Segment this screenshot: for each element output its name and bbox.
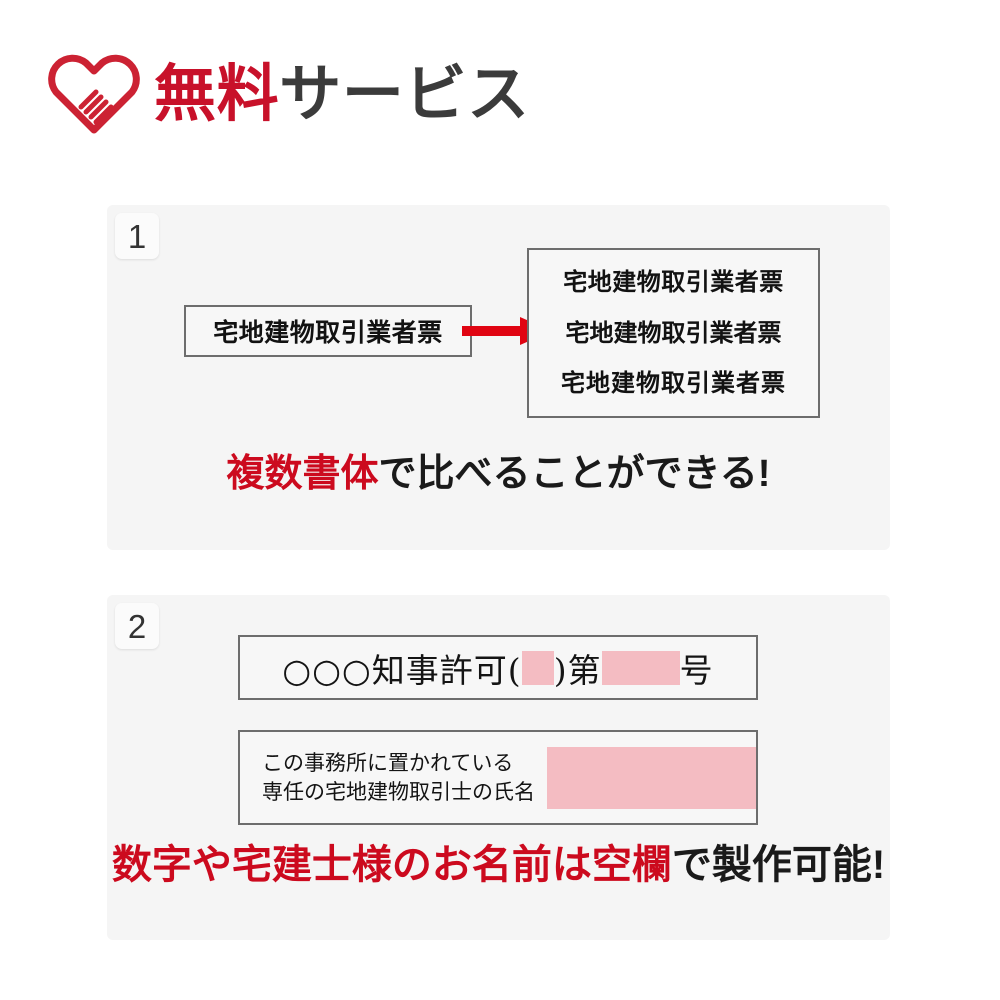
feature-card-1: 1 宅地建物取引業者票 宅地建物取引業者票 宅地建物取引業者票 宅地建物取引業者… [107,205,890,550]
sample-source-label: 宅地建物取引業者票 [213,319,443,347]
card-2-number-badge: 2 [115,603,159,649]
card-1-number-badge: 1 [115,213,159,259]
heart-handshake-icon [48,52,140,138]
page-header: 無料サービス [48,52,530,138]
card-2-caption-emphasis: 数字や宅建士様のお名前は空欄 [111,843,672,887]
card-1-caption-emphasis: 複数書体 [226,453,379,495]
agent-name-label: この事務所に置かれている 専任の宅地建物取引士の氏名 [262,749,535,806]
permit-suffix: 号 [679,650,714,690]
card-1-caption: 複数書体で比べることができる! [107,455,890,493]
permit-number-box: ○○○知事許可( )第 号 [238,635,758,700]
sample-source-box: 宅地建物取引業者票 [184,305,472,357]
agent-name-label-line-2: 専任の宅地建物取引士の氏名 [262,779,535,804]
sample-variant-maru-gothic: 宅地建物取引業者票 [565,319,782,347]
page-title: 無料サービス [154,64,530,126]
permit-prefix: ○○○知事許可( [282,650,522,690]
sample-variants-box: 宅地建物取引業者票 宅地建物取引業者票 宅地建物取引業者票 [527,248,820,418]
sample-variant-mincho: 宅地建物取引業者票 [561,368,786,397]
feature-card-2: 2 ○○○知事許可( )第 号 この事務所に置かれている 専任の宅地建物取引士の氏名… [107,595,890,940]
agent-name-label-line-1: この事務所に置かれている [262,751,514,776]
agent-name-box: この事務所に置かれている 専任の宅地建物取引士の氏名 [238,730,758,825]
sample-variant-gothic: 宅地建物取引業者票 [563,269,784,296]
page-title-rest: サービス [279,60,530,129]
page-title-highlight: 無料 [154,60,280,129]
agent-name-blank [547,746,756,809]
permit-blank-medium [601,650,680,685]
permit-blank-small [521,650,554,685]
card-2-caption-rest: で製作可能! [671,843,886,887]
permit-number-line: ○○○知事許可( )第 号 [282,644,713,692]
card-2-caption: 数字や宅建士様のお名前は空欄で製作可能! [107,845,890,885]
card-1-caption-rest: で比べることができる! [378,453,771,495]
permit-middle: )第 [553,650,602,690]
